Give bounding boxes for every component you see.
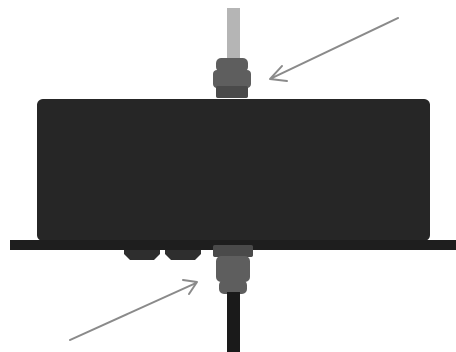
bottom-cable-gland bbox=[213, 245, 253, 294]
top-cable-gland bbox=[213, 58, 251, 98]
bottom-cable bbox=[227, 292, 240, 352]
top-cable bbox=[227, 8, 240, 62]
mounting-feet bbox=[124, 250, 201, 260]
top-arrow-pointer-icon bbox=[269, 17, 399, 82]
bottom-arrow-pointer-icon bbox=[69, 279, 198, 341]
enclosure-body bbox=[37, 99, 430, 241]
